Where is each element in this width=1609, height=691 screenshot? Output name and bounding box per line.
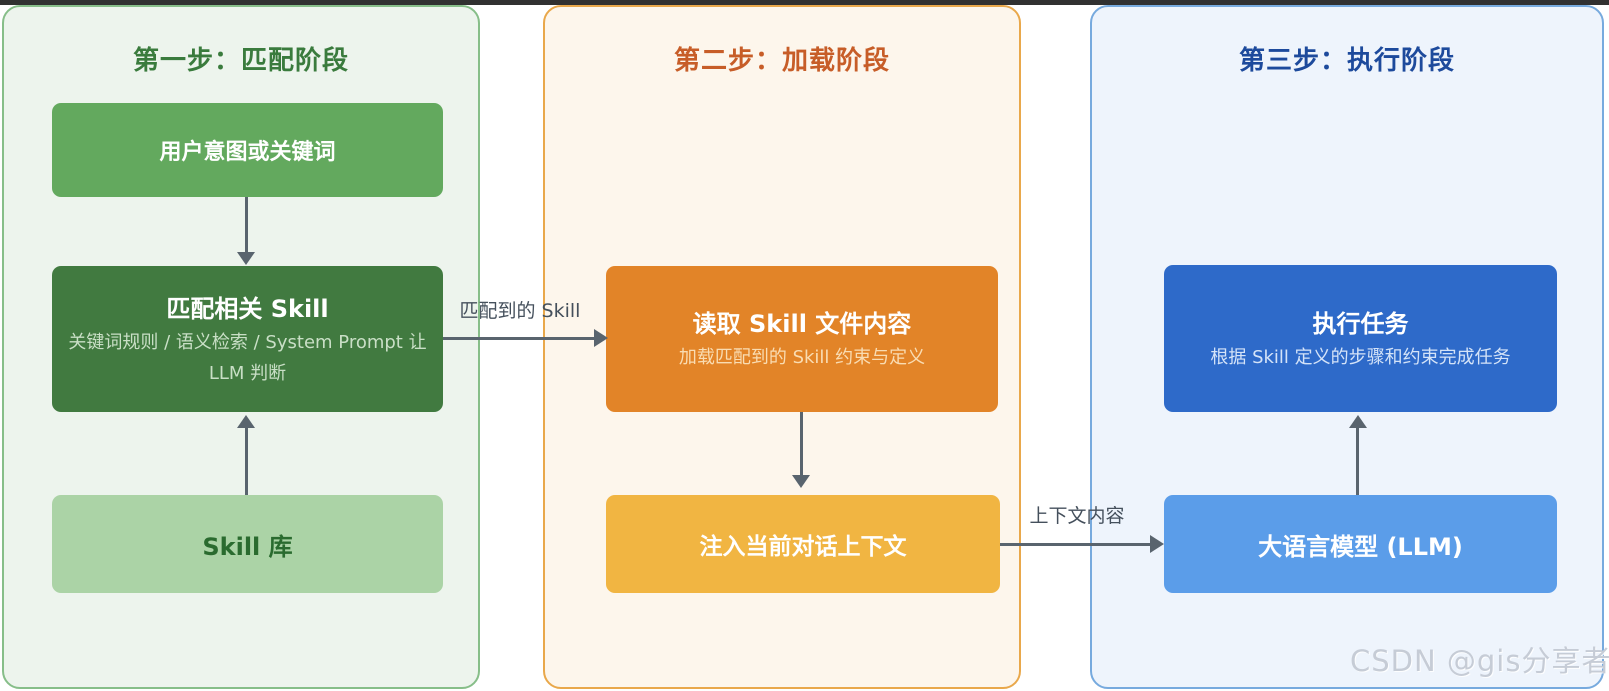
node-skill-library: Skill 库 — [52, 495, 443, 593]
node-read-skill-file-sublabel: 加载匹配到的 Skill 约束与定义 — [678, 347, 926, 369]
arrow-down-icon — [237, 252, 255, 265]
arrow-llm-to-execute-line — [1356, 427, 1359, 495]
node-read-skill-file: 读取 Skill 文件内容 加载匹配到的 Skill 约束与定义 — [606, 266, 998, 412]
edge-label-matched-skill: 匹配到的 Skill — [459, 300, 581, 322]
arrow-user-intent-to-match-line — [245, 197, 248, 252]
node-execute-task: 执行任务 根据 Skill 定义的步骤和约束完成任务 — [1164, 265, 1557, 412]
node-skill-library-label: Skill 库 — [202, 532, 293, 561]
node-user-intent: 用户意图或关键词 — [52, 103, 443, 197]
node-match-skill: 匹配相关 Skill 关键词规则 / 语义检索 / System Prompt … — [52, 266, 443, 412]
arrow-inject-to-llm-line — [1000, 543, 1150, 546]
arrow-skill-lib-to-match-line — [245, 427, 248, 495]
arrow-read-to-inject-line — [800, 412, 803, 475]
node-inject-context-label: 注入当前对话上下文 — [699, 534, 907, 560]
node-read-skill-file-label: 读取 Skill 文件内容 — [692, 310, 912, 339]
top-window-edge — [0, 0, 1609, 5]
arrow-match-to-read-line — [443, 337, 594, 340]
arrow-right-icon — [1150, 535, 1164, 553]
edge-label-context-content: 上下文内容 — [1029, 505, 1125, 527]
node-llm-label: 大语言模型 (LLM) — [1258, 532, 1463, 561]
node-match-skill-sublabel: 关键词规则 / 语义检索 / System Prompt 让 LLM 判断 — [68, 331, 427, 384]
arrow-up-icon — [237, 415, 255, 428]
arrow-up-icon — [1349, 415, 1367, 428]
csdn-watermark: CSDN @gis分享者 — [1350, 644, 1609, 678]
panel-loading-title: 第二步：加载阶段 — [673, 46, 890, 76]
arrow-right-icon — [594, 329, 608, 347]
node-user-intent-label: 用户意图或关键词 — [159, 140, 336, 165]
node-execute-task-label: 执行任务 — [1312, 309, 1409, 338]
panel-matching-title: 第一步：匹配阶段 — [132, 46, 349, 76]
node-match-skill-label: 匹配相关 Skill — [166, 294, 329, 323]
node-inject-context: 注入当前对话上下文 — [606, 495, 1000, 593]
node-execute-task-sublabel: 根据 Skill 定义的步骤和约束完成任务 — [1210, 346, 1511, 368]
arrow-down-icon — [792, 475, 810, 488]
panel-execution-title: 第三步：执行阶段 — [1238, 46, 1455, 76]
node-llm: 大语言模型 (LLM) — [1164, 495, 1557, 593]
